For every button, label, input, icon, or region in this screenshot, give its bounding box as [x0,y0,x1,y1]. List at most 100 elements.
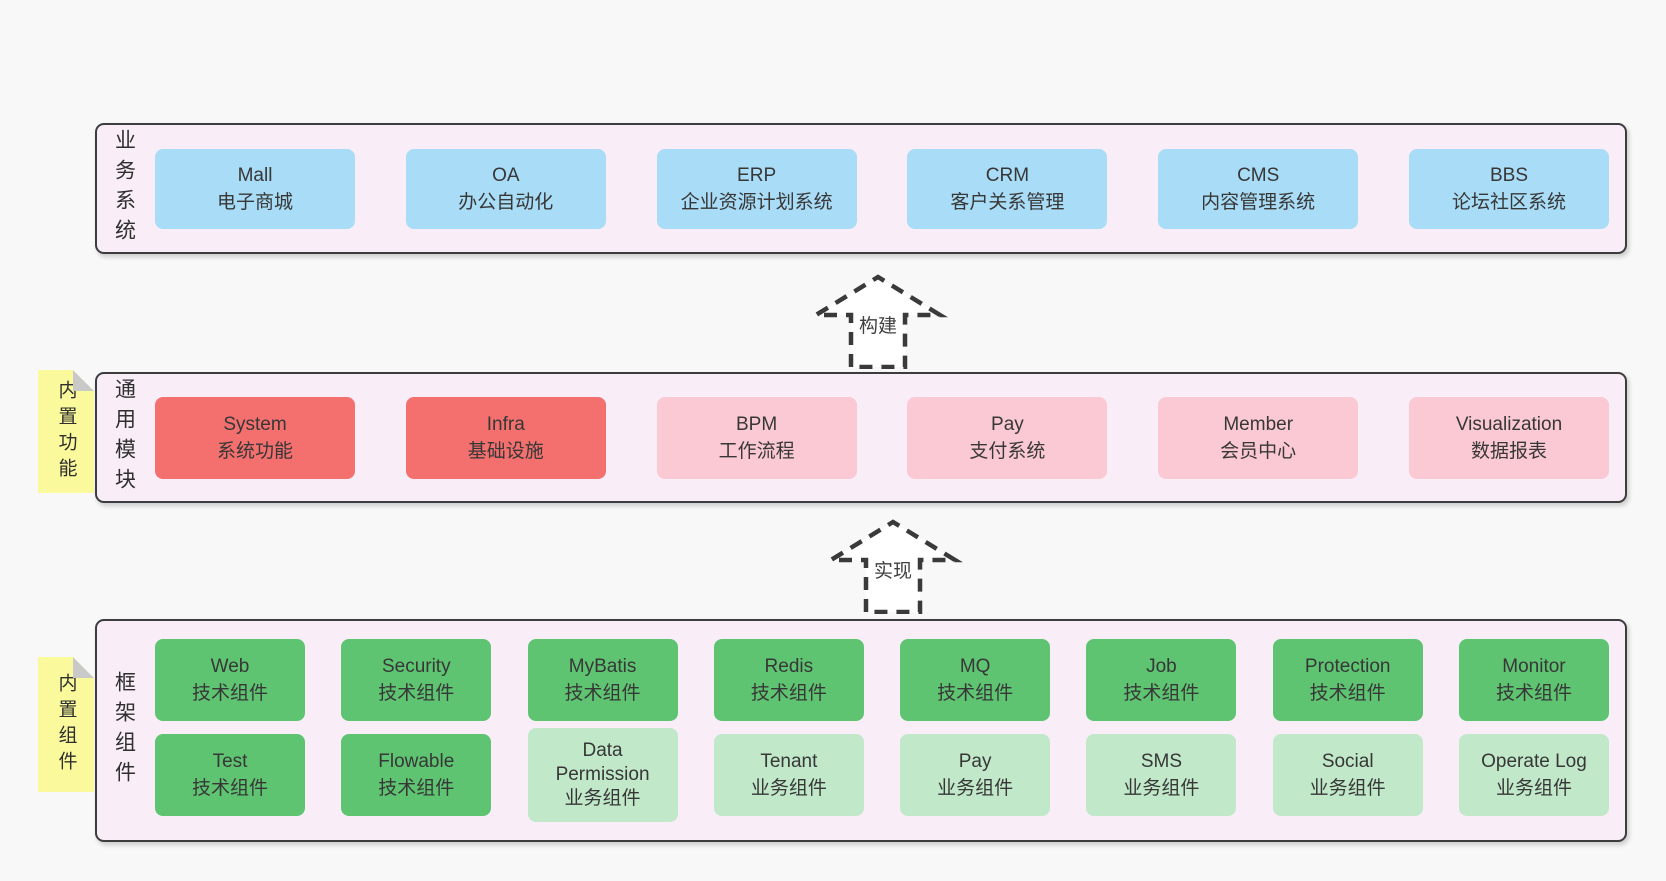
box-title: CRM [985,164,1030,186]
box-title: Test [212,751,248,772]
box-subtitle: 办公自动化 [458,191,554,213]
box-subtitle: 技术组件 [378,683,455,704]
box-mall: Mall 电子商城 [155,148,355,229]
box-subtitle: 技术组件 [1123,683,1200,704]
box-pay-component: Pay 业务组件 [900,734,1051,816]
box-subtitle: 数据报表 [1470,440,1547,462]
section-label-text: 业务系统 [112,128,136,249]
box-redis: Redis 技术组件 [713,639,864,721]
framework-components-grid: Web 技术组件 Security 技术组件 MyBatis 技术组件 Redi… [155,621,1609,840]
box-subtitle: 论坛社区系统 [1451,191,1566,213]
box-title: ERP [737,164,777,186]
box-subtitle: 系统功能 [216,440,293,462]
folded-corner-icon [73,657,94,678]
box-tenant: Tenant 业务组件 [713,734,864,816]
box-bpm: BPM 工作流程 [656,396,857,479]
box-subtitle: 业务组件 [937,778,1014,799]
box-oa: OA 办公自动化 [405,148,606,229]
box-title: MyBatis [568,656,637,677]
section-label-text: 框架组件 [112,670,136,791]
box-subtitle: 支付系统 [969,440,1046,462]
box-title: Data Permission [555,740,650,785]
folded-corner-icon [73,370,94,391]
box-system: System 系统功能 [155,396,355,479]
box-crm: CRM 客户关系管理 [907,148,1108,229]
framework-row-2: Test 技术组件 Flowable 技术组件 Data Permission … [155,728,1609,822]
section-business-systems: 业务系统 Mall 电子商城 OA 办公自动化 ERP 企业资源计划系统 CRM… [95,123,1627,254]
box-title: Pay [991,413,1024,435]
box-subtitle: 业务组件 [750,778,827,799]
box-title: Mall [237,164,273,186]
box-subtitle: 业务组件 [1123,778,1200,799]
box-data-permission: Data Permission 业务组件 [527,728,678,822]
box-subtitle: 技术组件 [378,778,455,799]
box-title: Social [1321,751,1374,772]
box-job: Job 技术组件 [1086,639,1237,721]
box-mybatis: MyBatis 技术组件 [527,639,678,721]
box-social: Social 业务组件 [1272,734,1423,816]
box-visualization: Visualization 数据报表 [1408,396,1609,479]
section-label-business-systems: 业务系统 [109,125,139,252]
box-web: Web 技术组件 [155,639,305,721]
box-title: Visualization [1455,413,1563,435]
business-systems-row: Mall 电子商城 OA 办公自动化 ERP 企业资源计划系统 CRM 客户关系… [155,125,1609,252]
box-security: Security 技术组件 [341,639,492,721]
box-title: Security [381,656,451,677]
box-title: Operate Log [1481,751,1587,772]
box-title: Protection [1304,656,1391,677]
box-title: Infra [486,413,525,435]
box-subtitle: 客户关系管理 [950,191,1065,213]
box-protection: Protection 技术组件 [1272,639,1423,721]
box-test: Test 技术组件 [155,734,305,816]
box-title: Redis [764,656,814,677]
sticky-note-built-in-features: 内置功能 [38,370,94,493]
box-subtitle: 基础设施 [467,440,544,462]
box-pay-system: Pay 支付系统 [907,396,1108,479]
box-title: MQ [959,656,991,677]
box-title: CMS [1237,164,1280,186]
section-label-framework-components: 框架组件 [109,621,139,840]
box-member: Member 会员中心 [1158,396,1359,479]
box-subtitle: 电子商城 [216,191,293,213]
box-subtitle: 会员中心 [1220,440,1297,462]
box-erp: ERP 企业资源计划系统 [656,148,857,229]
box-title: Web [210,656,250,677]
box-monitor: Monitor 技术组件 [1458,639,1609,721]
box-subtitle: 技术组件 [191,778,268,799]
box-title: Pay [958,751,992,772]
box-mq: MQ 技术组件 [900,639,1051,721]
sticky-note-built-in-components: 内置组件 [38,657,94,792]
box-subtitle: 工作流程 [718,440,795,462]
box-subtitle: 技术组件 [750,683,827,704]
framework-row-1: Web 技术组件 Security 技术组件 MyBatis 技术组件 Redi… [155,639,1609,721]
box-title: BPM [736,413,778,435]
arrow-implement-label: 实现 [870,556,916,583]
box-title: Monitor [1502,656,1566,677]
box-operate-log: Operate Log 业务组件 [1458,734,1609,816]
box-subtitle: 企业资源计划系统 [680,191,833,213]
box-cms: CMS 内容管理系统 [1158,148,1359,229]
arrow-build-label: 构建 [855,311,901,338]
box-subtitle: 业务组件 [564,788,641,809]
section-label-text: 通用模块 [112,377,136,498]
box-subtitle: 技术组件 [191,683,268,704]
arrow-implement: 实现 [823,516,963,614]
box-subtitle: 内容管理系统 [1201,191,1316,213]
box-title: BBS [1489,164,1528,186]
box-subtitle: 技术组件 [1309,683,1386,704]
sticky-label: 内置功能 [55,379,77,484]
arrow-build: 构建 [808,271,948,369]
box-title: SMS [1140,751,1182,772]
box-subtitle: 技术组件 [937,683,1014,704]
box-bbs: BBS 论坛社区系统 [1408,148,1609,229]
box-title: Job [1146,656,1177,677]
box-subtitle: 技术组件 [1495,683,1572,704]
box-title: Flowable [378,751,455,772]
box-sms: SMS 业务组件 [1086,734,1237,816]
section-label-common-modules: 通用模块 [109,374,139,501]
box-title: System [223,413,287,435]
common-modules-row: System 系统功能 Infra 基础设施 BPM 工作流程 Pay 支付系统… [155,374,1609,501]
section-common-modules: 通用模块 System 系统功能 Infra 基础设施 BPM 工作流程 Pay… [95,372,1627,503]
box-subtitle: 业务组件 [1495,778,1572,799]
section-framework-components: 框架组件 Web 技术组件 Security 技术组件 MyBatis 技术组件… [95,619,1627,842]
